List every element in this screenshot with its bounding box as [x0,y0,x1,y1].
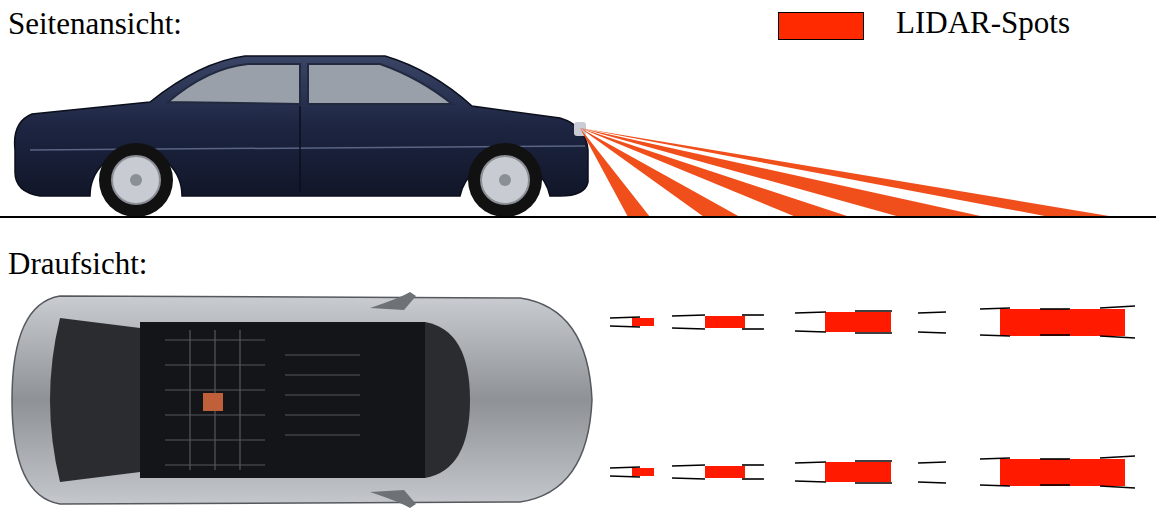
lidar-beams [580,128,1115,217]
view-heading: Draufsicht: [8,246,147,282]
view-heading: Seitenansicht: [8,6,182,42]
ground-line [0,216,1156,218]
legend-swatch [778,12,864,40]
top-view-car [12,292,592,508]
lidar-spots [610,306,1135,488]
legend-label: LIDAR-Spots [896,5,1070,41]
side-view-car [15,56,588,217]
